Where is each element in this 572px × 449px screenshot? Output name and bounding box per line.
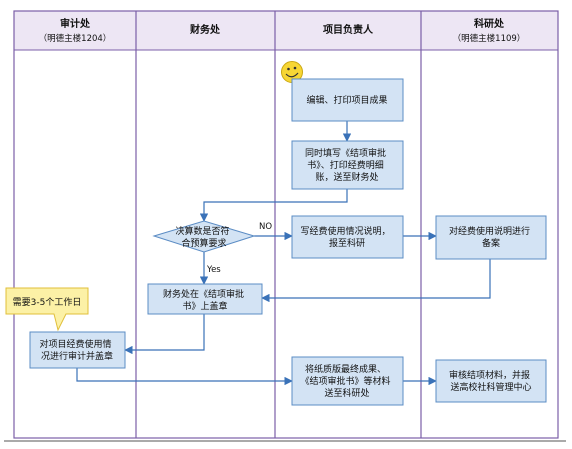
- lane-subtitle-research: （明德主楼1109）: [453, 33, 526, 44]
- svg-text:财务处在《结项审批 书》上盖章: 财务处在《结项审批 书》上盖章: [163, 288, 247, 312]
- svg-text:将纸质版最终成果、 《结项审批书》等材料: 将纸质版最终成果、 《结项审批书》等材料 送至科研处: [301, 363, 394, 399]
- lane-title-project-leader: 项目负责人: [323, 23, 374, 36]
- node-text: 对经费使用说明进行: [449, 225, 530, 237]
- node-text: 况进行审计并盖章: [41, 350, 113, 362]
- node-text: 账，送至财务处: [315, 171, 378, 183]
- node-text: 财务处在《结项审批: [163, 288, 244, 300]
- node-text: 写经费使用情况说明，: [301, 225, 391, 237]
- callout-text: 需要3-5个工作日: [13, 296, 82, 308]
- lane-frame: [13, 10, 559, 439]
- process-box-edit-print: 编辑、打印项目成果: [291, 78, 404, 122]
- lanes: 审计处 （明德主楼1204） 财务处 项目负责人 科研处 （明德主楼1109）: [13, 10, 559, 439]
- svg-text:对经费使用说明进行 备案: 对经费使用说明进行 备案: [449, 225, 533, 249]
- svg-text:对项目经费使用情 况进行审计并盖章: 对项目经费使用情 况进行审计并盖章: [40, 338, 115, 362]
- node-text: 对项目经费使用情: [40, 338, 112, 350]
- smiley-face-icon: [281, 61, 303, 83]
- arrow-stamp-to-audit: [124, 314, 205, 355]
- lane-title-finance: 财务处: [189, 23, 221, 36]
- callout-note: 需要3-5个工作日: [5, 287, 89, 332]
- lane-title-audit: 审计处: [60, 17, 91, 30]
- process-box-submit-paper: 将纸质版最终成果、 《结项审批书》等材料 送至科研处: [291, 356, 404, 406]
- svg-text:写经费使用情况说明， 报至科研: 写经费使用情况说明， 报至科研: [301, 225, 394, 249]
- node-text: 同时填写《结项审批: [305, 147, 386, 159]
- svg-text:审核结项材料，并报 送高校社科管理中心: 审核结项材料，并报 送高校社科管理中心: [449, 369, 533, 393]
- node-text: 《结项审批书》等材料: [301, 375, 391, 387]
- lane-title-research: 科研处: [474, 17, 505, 30]
- node-text: 书》上盖章: [182, 300, 227, 312]
- process-box-review: 审核结项材料，并报 送高校社科管理中心: [435, 359, 547, 403]
- edge-label-no: NO: [259, 222, 272, 232]
- node-text: 审核结项材料，并报: [449, 369, 530, 381]
- decision-budget-check: 决算数是否符 合预算要求: [152, 220, 256, 253]
- node-text: 报至科研: [329, 237, 365, 249]
- process-box-fill-form: 同时填写《结项审批 书》、打印经费明细 账，送至财务处: [291, 140, 404, 190]
- svg-text:同时填写《结项审批 书》、打印经费明细: 同时填写《结项审批 书》、打印经费明细 账，送至财务处: [305, 147, 389, 183]
- lane-header-band: [13, 10, 559, 51]
- node-text: 送高校社科管理中心: [450, 381, 531, 393]
- process-box-write-note: 写经费使用情况说明， 报至科研: [291, 215, 404, 259]
- arrow-audit-to-submit: [76, 368, 293, 386]
- edge-label-yes: Yes: [206, 265, 221, 275]
- node-text: 编辑、打印项目成果: [306, 94, 387, 106]
- process-box-audit: 对项目经费使用情 况进行审计并盖章: [29, 331, 126, 369]
- node-text: 将纸质版最终成果、: [305, 363, 386, 375]
- node-text: 送至科研处: [324, 387, 369, 399]
- lane-subtitle-audit: （明德主楼1204）: [39, 33, 112, 44]
- arrow-record-to-stamp: [261, 259, 491, 303]
- process-box-record: 对经费使用说明进行 备案: [435, 215, 547, 260]
- node-text: 书》、打印经费明细: [307, 159, 384, 171]
- arrow-fill-to-decision: [199, 189, 348, 222]
- node-text: 决算数是否符: [176, 225, 230, 237]
- svg-text:编辑、打印项目成果: 编辑、打印项目成果: [306, 94, 387, 106]
- node-text: 备案: [482, 237, 500, 249]
- connectors: [76, 121, 491, 386]
- process-box-stamp: 财务处在《结项审批 书》上盖章: [147, 283, 263, 315]
- svg-text:决算数是否符 合预算要求: 决算数是否符 合预算要求: [176, 225, 233, 249]
- node-text: 合预算要求: [181, 237, 226, 249]
